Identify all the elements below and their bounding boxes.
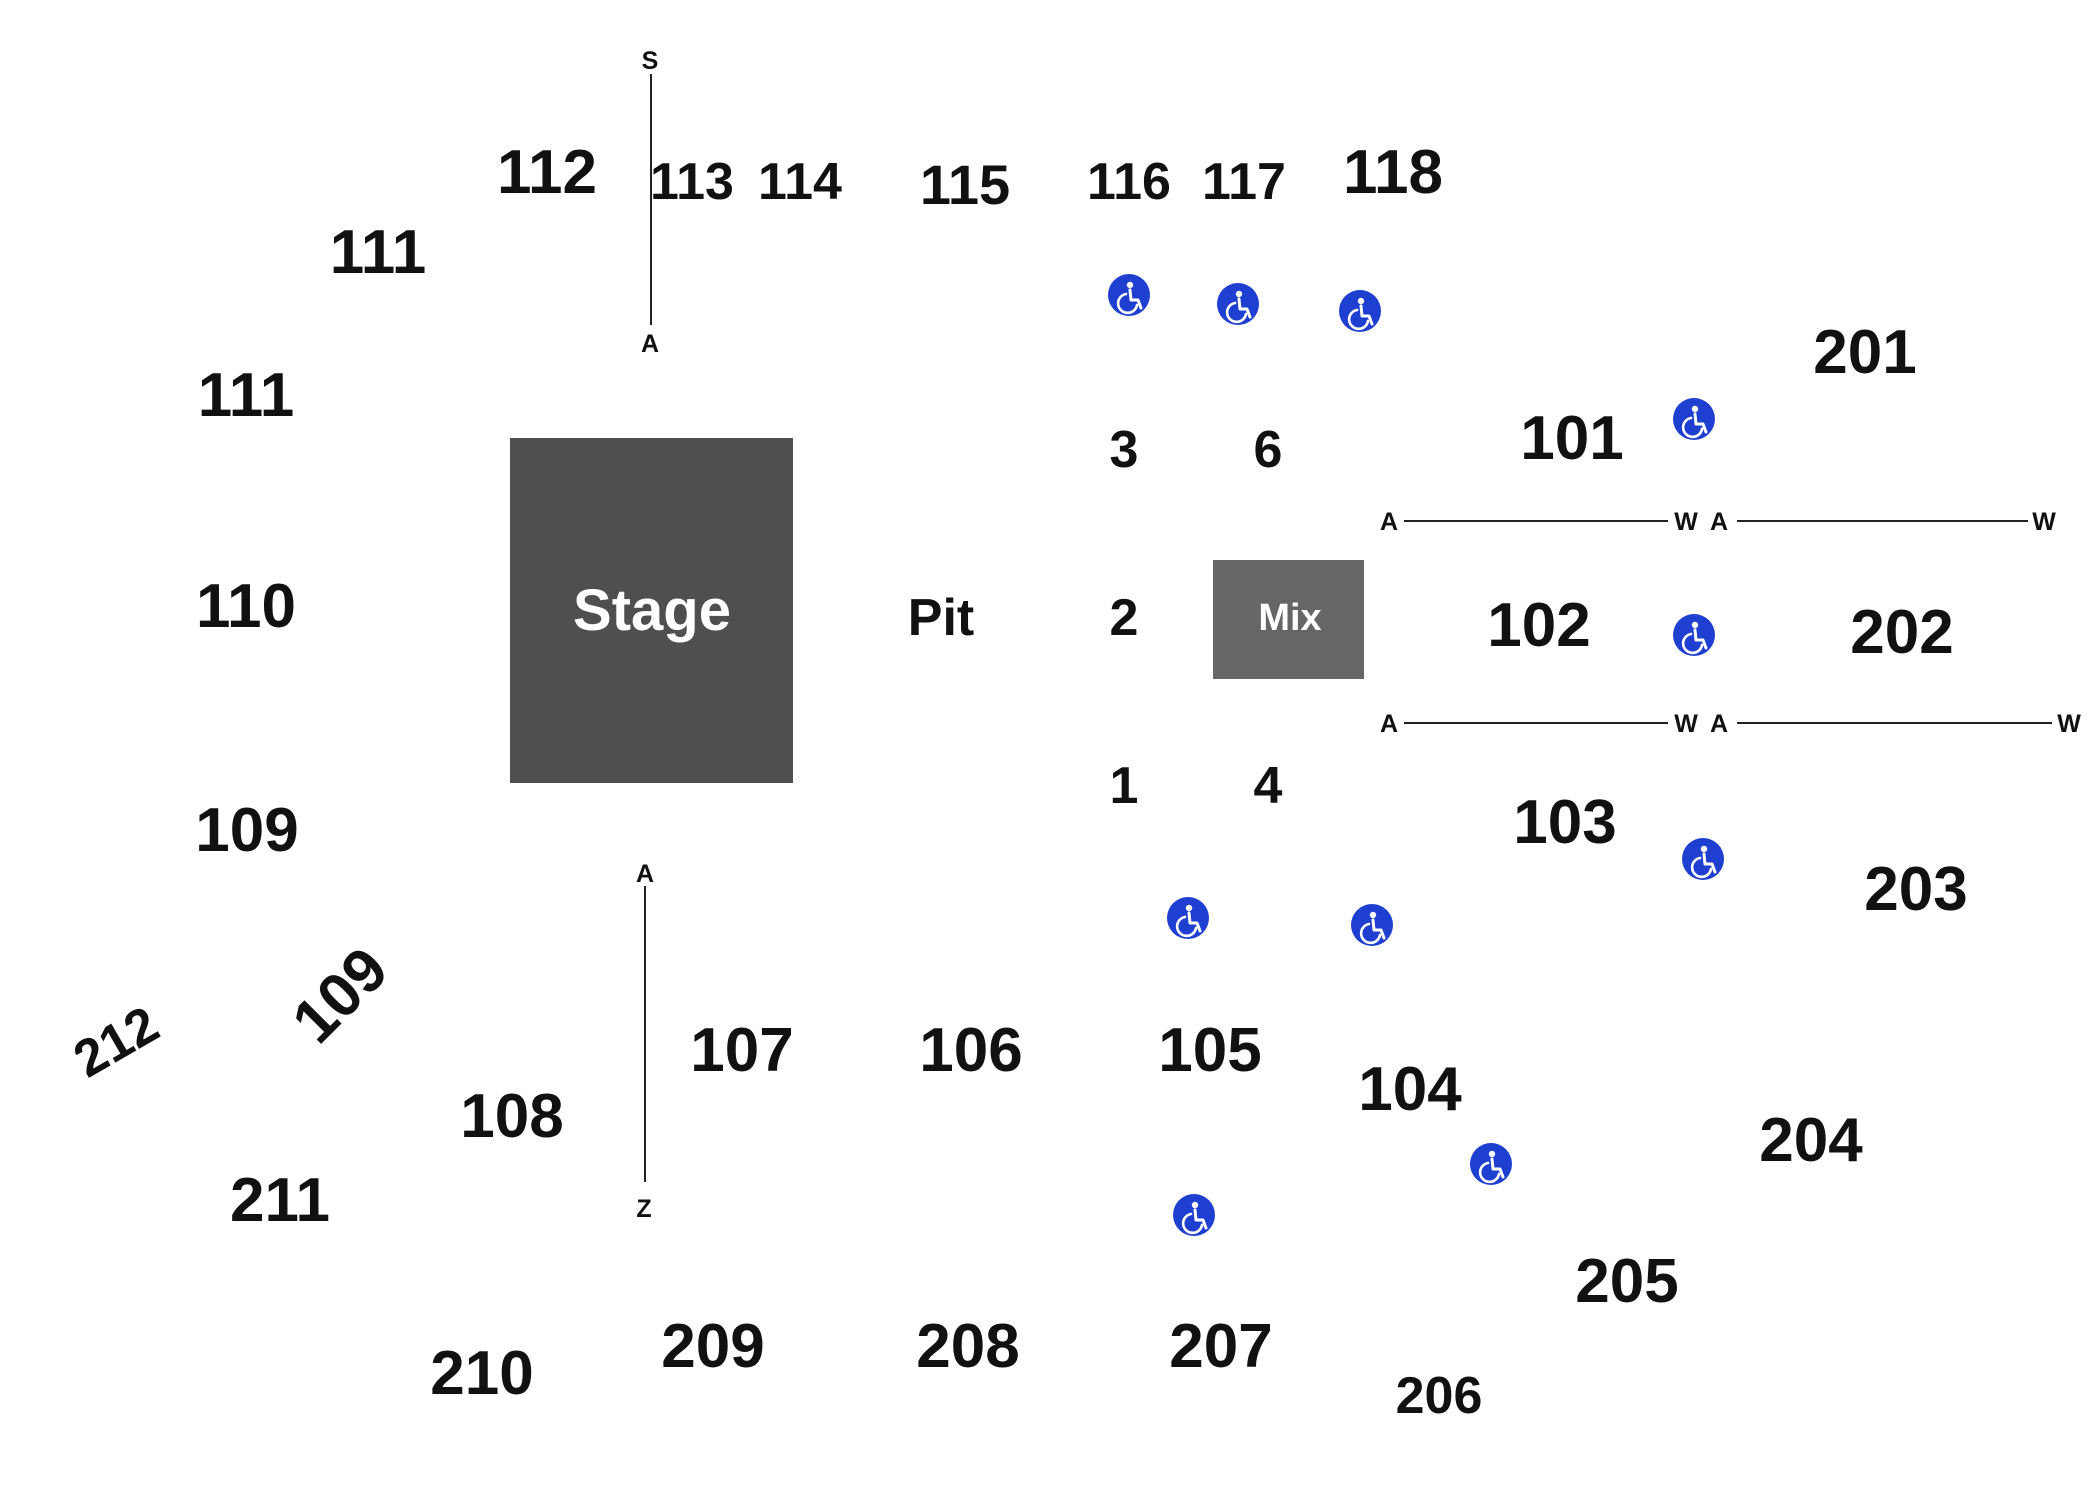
- section-109-lower[interactable]: 109: [280, 935, 402, 1057]
- section-118[interactable]: 118: [1343, 138, 1443, 207]
- section-101[interactable]: 101: [1520, 404, 1623, 473]
- section-104[interactable]: 104: [1358, 1055, 1462, 1124]
- section-117[interactable]: 117: [1202, 153, 1286, 211]
- section-113[interactable]: 113: [650, 153, 734, 211]
- section-109[interactable]: 109: [195, 796, 298, 865]
- row-indicator-bottom: A Z: [636, 860, 654, 1223]
- section-106[interactable]: 106: [919, 1016, 1022, 1085]
- wheelchair-icon[interactable]: [1337, 288, 1383, 334]
- section-107[interactable]: 107: [690, 1016, 793, 1085]
- section-116[interactable]: 116: [1087, 153, 1171, 211]
- section-210[interactable]: 210: [430, 1339, 533, 1408]
- pit-label[interactable]: Pit: [908, 589, 974, 647]
- section-203[interactable]: 203: [1864, 855, 1967, 924]
- row-marker-a: A: [1710, 508, 1728, 536]
- wheelchair-icon[interactable]: [1106, 272, 1152, 318]
- section-201[interactable]: 201: [1813, 318, 1916, 387]
- wheelchair-icon[interactable]: [1165, 895, 1211, 941]
- section-floor-6[interactable]: 6: [1254, 421, 1283, 479]
- row-marker-w: W: [1674, 508, 1698, 536]
- row-marker-s: S: [642, 47, 659, 75]
- section-208[interactable]: 208: [916, 1312, 1019, 1381]
- section-112[interactable]: 112: [497, 138, 597, 207]
- row-marker-a: A: [1380, 508, 1398, 536]
- section-205[interactable]: 205: [1575, 1247, 1678, 1316]
- row-marker-a-top: A: [641, 330, 659, 358]
- section-202[interactable]: 202: [1850, 598, 1953, 667]
- mix-booth: [1213, 560, 1364, 679]
- mix-label: Mix: [1258, 597, 1321, 639]
- section-105[interactable]: 105: [1158, 1016, 1261, 1085]
- section-212[interactable]: 212: [64, 995, 168, 1089]
- row-marker-a: A: [1380, 710, 1398, 738]
- stage-block[interactable]: [510, 438, 793, 783]
- wheelchair-icon[interactable]: [1468, 1141, 1514, 1187]
- section-211[interactable]: 211: [230, 1166, 330, 1235]
- row-indicator-102-upper: A W: [1380, 508, 1698, 536]
- wheelchair-icon[interactable]: [1671, 396, 1717, 442]
- wheelchair-icon[interactable]: [1349, 902, 1395, 948]
- wheelchair-icon[interactable]: [1680, 836, 1726, 882]
- row-marker-a-bottom: A: [636, 860, 654, 888]
- stage-label: Stage: [573, 578, 731, 643]
- section-207[interactable]: 207: [1169, 1312, 1272, 1381]
- row-marker-w: W: [1674, 710, 1698, 738]
- wheelchair-icon[interactable]: [1671, 612, 1717, 658]
- section-103[interactable]: 103: [1513, 788, 1616, 857]
- wheelchair-icon[interactable]: [1215, 281, 1261, 327]
- section-111[interactable]: 111: [330, 218, 427, 287]
- section-206[interactable]: 206: [1396, 1367, 1483, 1425]
- section-floor-1[interactable]: 1: [1110, 757, 1139, 815]
- row-marker-w: W: [2057, 710, 2081, 738]
- section-115[interactable]: 115: [920, 153, 1010, 216]
- wheelchair-icon[interactable]: [1171, 1192, 1217, 1238]
- section-209[interactable]: 209: [661, 1312, 764, 1381]
- section-204[interactable]: 204: [1759, 1106, 1863, 1175]
- section-111-lower[interactable]: 111: [198, 361, 295, 430]
- row-indicator-102-lower: A W: [1380, 710, 1698, 738]
- row-marker-a: A: [1710, 710, 1728, 738]
- section-102[interactable]: 102: [1487, 591, 1590, 660]
- section-114[interactable]: 114: [758, 153, 842, 211]
- section-floor-3[interactable]: 3: [1110, 421, 1139, 479]
- row-marker-w: W: [2032, 508, 2056, 536]
- row-marker-z: Z: [636, 1195, 651, 1223]
- section-floor-2[interactable]: 2: [1110, 589, 1139, 647]
- row-indicator-202-lower: A W: [1710, 710, 2081, 738]
- section-110[interactable]: 110: [196, 572, 296, 641]
- row-indicator-202-upper: A W: [1710, 508, 2056, 536]
- section-floor-4[interactable]: 4: [1254, 757, 1283, 815]
- row-indicator-top: S A: [641, 47, 659, 358]
- section-108[interactable]: 108: [460, 1082, 563, 1151]
